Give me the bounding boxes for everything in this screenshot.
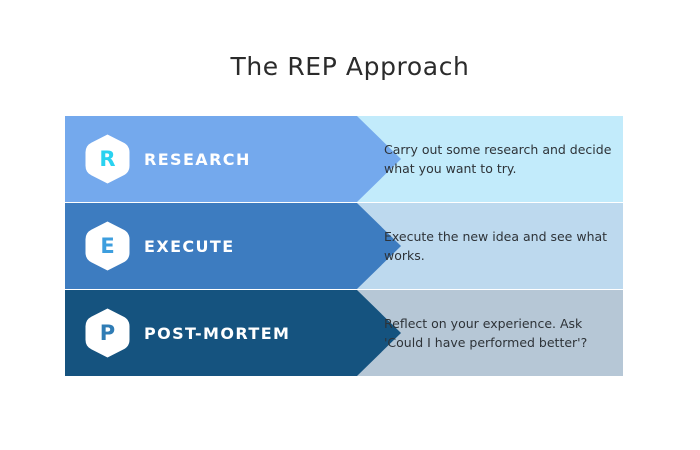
- arrow-tip-icon-execute: [357, 203, 401, 289]
- step-description-research: Carry out some research and decide what …: [384, 116, 616, 202]
- step-initial-post-mortem: P: [99, 320, 116, 345]
- step-initial-research: R: [99, 146, 116, 171]
- step-badge-post-mortem: P: [85, 308, 130, 358]
- process-step-research[interactable]: R RESEARCH Carry out some research and d…: [65, 116, 623, 202]
- step-arrow-execute: [65, 203, 401, 289]
- hexagon-badge-icon: [85, 308, 130, 358]
- step-label-execute: EXECUTE: [144, 236, 235, 256]
- step-description-text-research: Carry out some research and decide what …: [384, 142, 612, 176]
- process-step-post-mortem[interactable]: P POST-MORTEM Reflect on your experience…: [65, 290, 623, 376]
- page-title: The REP Approach: [230, 52, 470, 81]
- process-step-execute[interactable]: E EXECUTE Execute the new idea and see w…: [65, 203, 623, 289]
- step-badge-research: R: [85, 134, 130, 184]
- arrow-tip-icon-research: [357, 116, 401, 202]
- step-initial-execute: E: [100, 233, 115, 258]
- hexagon-badge-icon: [85, 221, 130, 271]
- arrow-tip-icon-post-mortem: [357, 290, 401, 376]
- step-label-post-mortem: POST-MORTEM: [144, 323, 291, 343]
- step-description-text-execute: Execute the new idea and see what works.: [384, 229, 608, 263]
- step-badge-execute: E: [85, 221, 130, 271]
- step-description-text-post-mortem: Reflect on your experience. Ask 'Could I…: [384, 316, 588, 350]
- hexagon-badge-icon: [85, 134, 130, 184]
- step-description-execute: Execute the new idea and see what works.: [384, 203, 616, 289]
- step-description-post-mortem: Reflect on your experience. Ask 'Could I…: [384, 290, 616, 376]
- step-label-research: RESEARCH: [144, 149, 251, 169]
- process-steps-list: R RESEARCH Carry out some research and d…: [65, 116, 623, 378]
